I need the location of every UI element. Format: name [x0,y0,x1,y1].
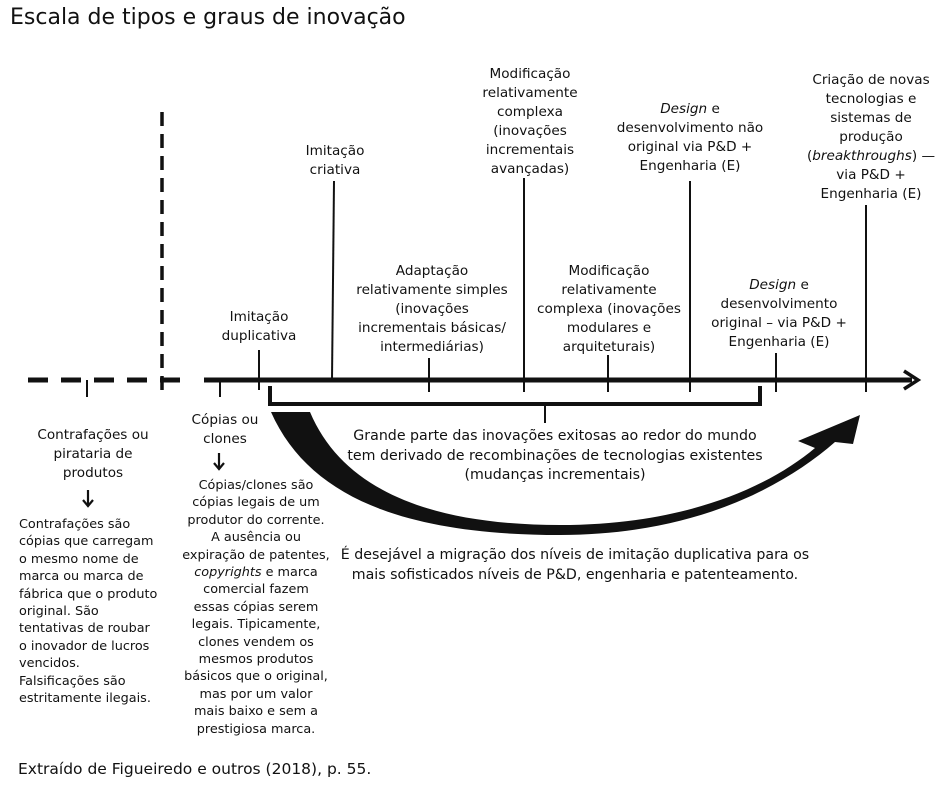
arrow-down-icon [213,453,225,471]
label-design-original: Design e desenvolvimento original – via … [711,277,847,350]
label-modificacao-avancadas: Modificação relativamente complexa (inov… [482,66,578,177]
incremental-bracket [268,386,762,406]
label-modificacao-modulares: Modificação relativamente complexa (inov… [537,263,681,355]
tick-imitacao-criativa [331,180,335,381]
copias-heading: Cópias ou clones [191,412,259,447]
arrow-down-icon [82,490,94,508]
incremental-innovations-note: Grande parte das inovações exitosas ao r… [347,428,763,483]
source-credit: Extraído de Figueiredo e outros (2018), … [18,760,372,778]
contrafacoes-description: Contrafações são cópias que carregam o m… [19,517,158,707]
label-adaptacao: Adaptação relativamente simples (inovaçõ… [356,263,508,355]
migration-curved-arrow [271,412,860,535]
label-criacao: Criação de novas tecnologias e sistemas … [806,72,936,202]
label-imitacao-criativa: Imitação criativa [305,143,365,178]
migration-note: É desejável a migração dos níveis de imi… [340,547,810,583]
label-design-nao-original: Design e desenvolvimento não original vi… [616,101,764,174]
label-imitacao-duplicativa: Imitação duplicativa [221,309,297,344]
page-title: Escala de tipos e graus de inovação [10,5,406,30]
copias-description: Cópias/clones são cópias legais de um pr… [182,478,330,737]
axis-arrowhead [903,369,922,391]
contrafacoes-heading: Contrafações ou pirataria de produtos [37,427,149,481]
